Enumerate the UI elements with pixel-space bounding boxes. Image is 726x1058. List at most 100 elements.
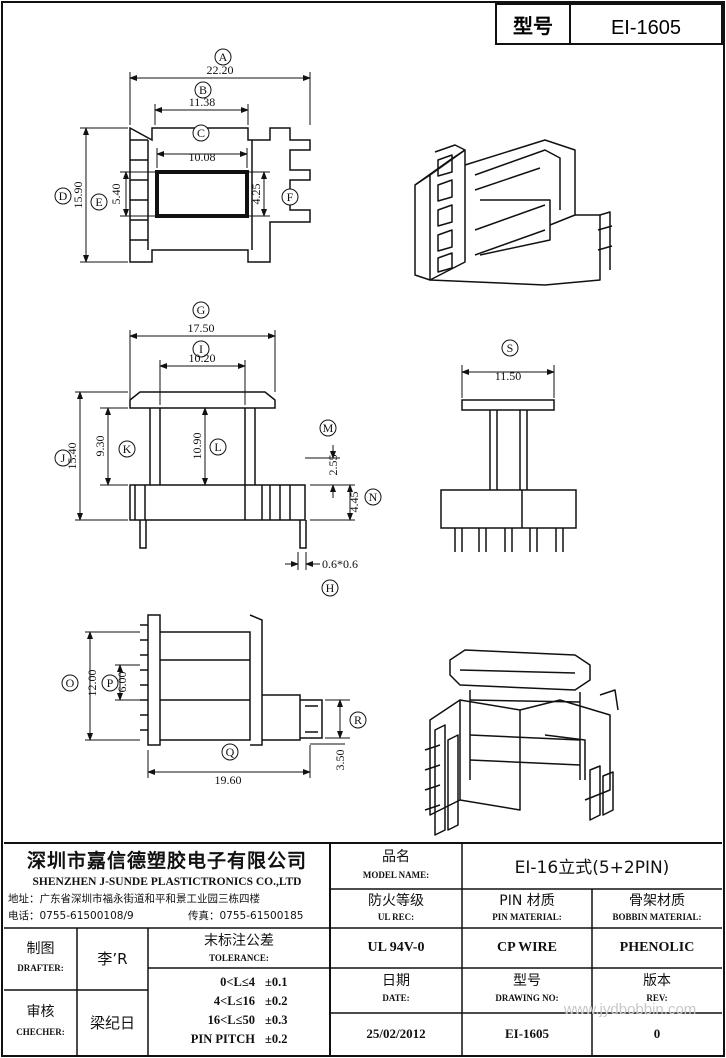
label-P: P	[107, 676, 114, 690]
checker-en: CHECHER:	[16, 1027, 65, 1038]
label-N: N	[369, 490, 378, 504]
dim-O: 12.00	[85, 670, 99, 697]
end-view	[440, 365, 577, 552]
dim-H: 0.6*0.6	[322, 557, 358, 571]
rev-cn: 版本	[643, 973, 671, 990]
tolerance-cn: 末标注公差	[204, 933, 274, 950]
ul-rec-value: UL 94V-0	[367, 940, 425, 956]
date-value: 25/02/2012	[366, 1025, 426, 1041]
drawing-no-cn: 型号	[513, 973, 541, 990]
company-name-en: SHENZHEN J-SUNDE PLASTICTRONICS CO.,LTD	[32, 875, 302, 888]
label-B: B	[199, 83, 207, 97]
header-value: EI-1605	[611, 17, 681, 39]
company-fax: 传真：0755-61500185	[188, 910, 304, 923]
dim-A: 22.20	[207, 63, 234, 77]
dim-P: 6.00	[115, 672, 129, 693]
side-view	[75, 330, 355, 549]
bobbin-material-cn: 骨架材质	[629, 893, 685, 910]
tolerance-range: 4<L≤16	[213, 994, 255, 1008]
tolerance-en: TOLERANCE:	[209, 953, 269, 964]
label-A: A	[219, 50, 228, 64]
tolerance-range: 16<L≤50	[207, 1013, 255, 1027]
company-address: 地址：广东省深圳市福永街道和平和景工业园三栋四楼	[8, 893, 260, 906]
label-L: L	[214, 440, 221, 454]
tolerance-value: ±0.2	[265, 1032, 288, 1046]
dim-I: 10.20	[189, 351, 216, 365]
label-J: J	[61, 451, 66, 465]
company-phone: 电话：0755-61500108/9	[8, 910, 134, 923]
tolerance-value: ±0.3	[265, 1013, 288, 1027]
header-box: 型号 EI-1605	[495, 3, 723, 45]
bobbin-material-value: PHENOLIC	[619, 940, 695, 956]
dim-J: 15.40	[65, 443, 79, 470]
dim-Q: 19.60	[215, 773, 242, 787]
model-name-en: MODEL NAME:	[362, 870, 430, 881]
dim-R: 3.50	[333, 750, 347, 771]
header-label: 型号	[513, 14, 553, 38]
company-name-cn: 深圳市嘉信德塑胶电子有限公司	[26, 849, 307, 872]
dim-C: 10.08	[189, 150, 216, 164]
label-O: O	[66, 676, 75, 690]
watermark: www.jydbobbin.com	[563, 1000, 697, 1018]
end-view-dims	[461, 339, 555, 375]
ul-rec-en: UL REC:	[377, 912, 415, 923]
drafter-en: DRAFTER:	[17, 963, 64, 974]
tolerance-range: 0<L≤4	[220, 975, 255, 989]
label-S: S	[507, 341, 514, 355]
rev-value: 0	[653, 1025, 661, 1041]
bobbin-material-en: BOBBIN MATERIAL:	[612, 912, 702, 923]
date-en: DATE:	[382, 993, 410, 1004]
dim-L: 10.90	[190, 433, 204, 460]
drawing-no-value: EI-1605	[504, 1025, 550, 1041]
dim-D: 15.90	[71, 182, 85, 209]
label-Q: Q	[226, 745, 235, 759]
label-I: I	[199, 342, 203, 356]
dim-F: 4.25	[249, 184, 263, 205]
tolerance-row: 16<L≤50 ±0.3	[160, 1013, 325, 1032]
tolerance-row: 4<L≤16 ±0.2	[160, 994, 325, 1013]
rev-en: REV:	[646, 993, 668, 1004]
front-view-dims	[54, 48, 311, 263]
tolerance-row: PIN PITCH ±0.2	[160, 1032, 325, 1051]
title-block-grid	[4, 842, 722, 1056]
dim-M: 2.55	[326, 455, 340, 476]
model-name-cn: 品名	[382, 849, 410, 866]
checker-value: 梁纪日	[89, 1013, 135, 1032]
checker-cn: 审核	[26, 1004, 55, 1021]
pin-material-cn: PIN 材质	[499, 893, 555, 910]
label-M: M	[323, 421, 334, 435]
pin-material-en: PIN MATERIAL:	[492, 912, 562, 923]
drafter-value: 李’R	[97, 949, 128, 968]
tolerance-row: 0<L≤4 ±0.1	[160, 975, 325, 994]
ul-rec-cn: 防火等级	[368, 893, 424, 910]
model-name-value: EI-16立式(5+2PIN)	[514, 857, 670, 878]
bottom-view	[85, 614, 350, 778]
dim-B: 11.38	[189, 95, 216, 109]
drawing-no-en: DRAWING NO:	[495, 993, 559, 1004]
dim-G: 17.50	[188, 321, 215, 335]
label-F: F	[287, 190, 294, 204]
bottom-view-dims	[61, 631, 367, 775]
label-G: G	[197, 303, 206, 317]
tolerance-table: 0<L≤4 ±0.1 4<L≤16 ±0.2 16<L≤50 ±0.3 PIN …	[160, 975, 325, 1051]
dim-K: 9.30	[93, 436, 107, 457]
tolerance-value: ±0.1	[265, 975, 288, 989]
dim-E: 5.40	[109, 184, 123, 205]
pin-material-value: CP WIRE	[496, 940, 558, 956]
label-E: E	[95, 195, 102, 209]
tolerance-range: PIN PITCH	[190, 1032, 255, 1046]
label-C: C	[197, 126, 205, 140]
isometric-view-bottom	[424, 649, 619, 836]
label-K: K	[123, 442, 132, 456]
date-cn: 日期	[382, 973, 410, 990]
drafter-cn: 制图	[26, 941, 55, 958]
dim-S: 11.50	[495, 369, 522, 383]
dim-N: 4.45	[347, 492, 361, 513]
label-H: H	[326, 581, 335, 595]
label-R: R	[354, 713, 362, 727]
isometric-view-top	[414, 139, 613, 286]
label-D: D	[59, 189, 68, 203]
tolerance-value: ±0.2	[265, 994, 288, 1008]
